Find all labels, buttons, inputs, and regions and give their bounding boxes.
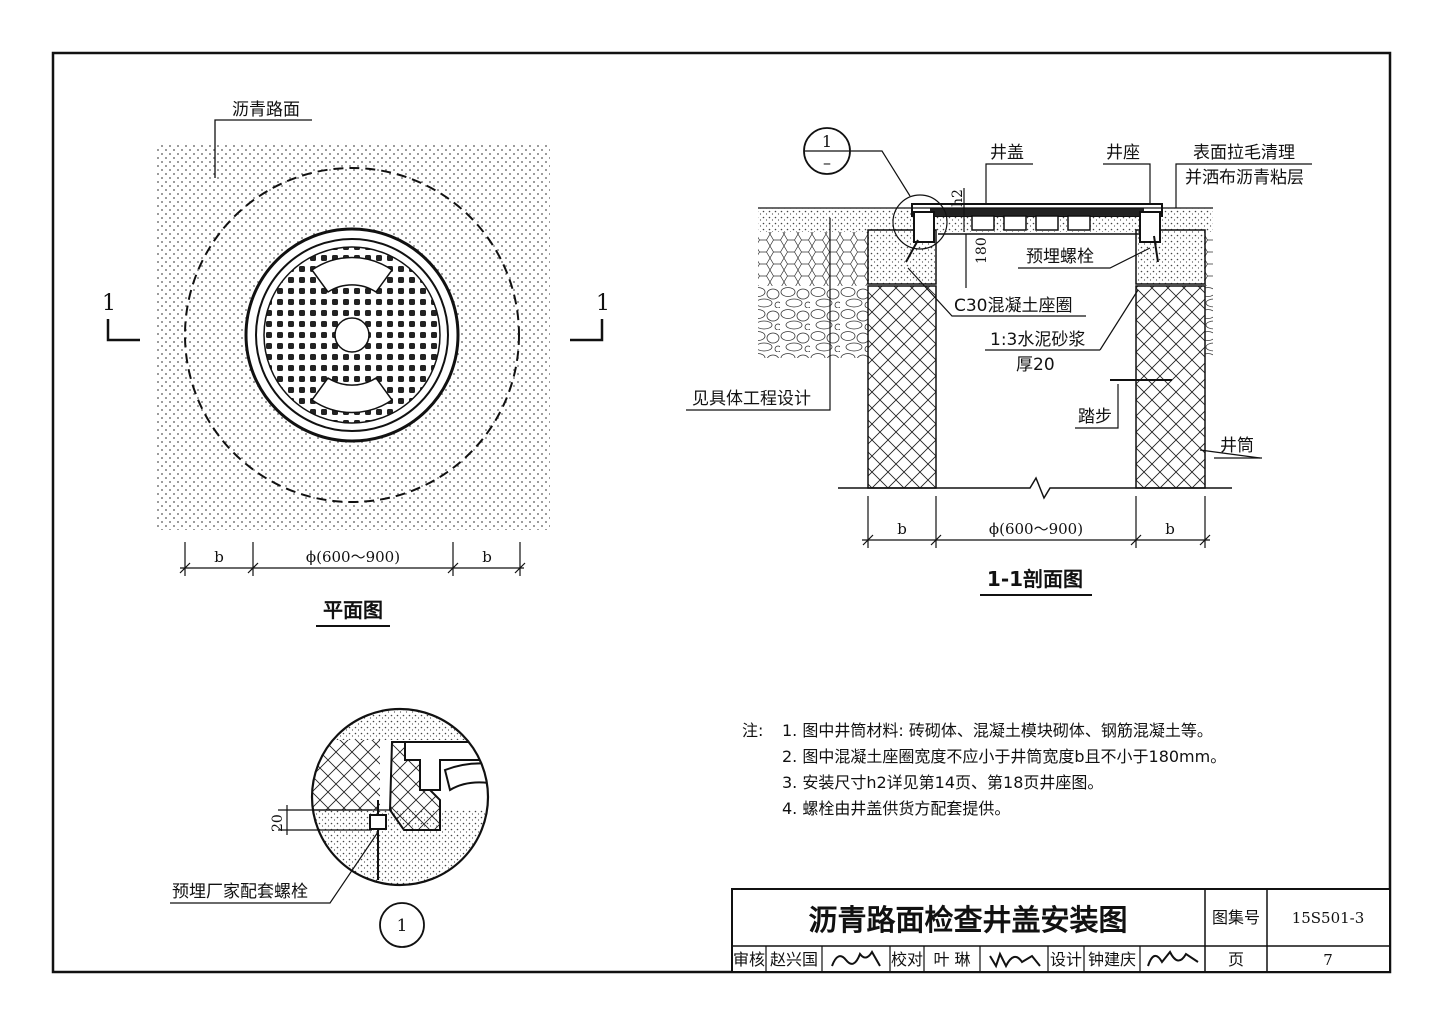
section-subbase-right <box>1205 286 1213 358</box>
sheet-border <box>51 51 1392 974</box>
detail-circle-outline <box>310 707 490 887</box>
plan-dimension <box>179 542 526 576</box>
manhole-cover <box>930 208 1144 216</box>
detail-view: 20 预埋厂家配套螺栓 1 <box>170 707 490 948</box>
cover-top-slot <box>310 256 394 294</box>
detail-nut <box>369 814 387 830</box>
note-item: 4. 螺栓由井盖供货方配套提供。 <box>782 799 1010 818</box>
reviewer-signature <box>831 950 881 967</box>
surface-label-2: 并洒布沥青粘层 <box>1185 168 1304 188</box>
detail-dim-20 <box>278 805 372 835</box>
mortar-leader <box>1099 289 1139 351</box>
section-ground-line <box>838 476 1232 500</box>
excavation-circle <box>184 167 520 503</box>
title-block: 沥青路面检查井盖安装图 图集号 15S501-3 审核 赵兴国 校对 叶 琳 设… <box>731 888 1391 973</box>
plan-dim-b-right: b <box>482 548 492 566</box>
section-view: 1 – 井盖 井座 表面拉毛清理 并洒布沥青粘层 h2 180 预埋螺栓 C30… <box>686 127 1312 596</box>
detail-callout-leader <box>850 150 911 197</box>
cover-bottom-slot <box>310 376 394 414</box>
checker-signature <box>989 951 1041 969</box>
surface-label-1: 表面拉毛清理 <box>1193 143 1295 163</box>
asphalt-leader <box>214 119 312 178</box>
section-dim-b-right: b <box>1165 520 1175 538</box>
detail-callout-label: 1 <box>397 916 408 936</box>
detail-callout-bottom: – <box>823 153 831 172</box>
design-label: 设计 <box>1050 950 1082 969</box>
detail-bolt-label: 预埋厂家配套螺栓 <box>172 882 308 902</box>
embedded-bolt-right <box>1153 235 1159 263</box>
mortar-label-2: 厚20 <box>1016 355 1055 375</box>
step-leader <box>1075 384 1119 429</box>
ring-leader <box>907 267 1086 317</box>
mortar-label-1: 1:3水泥砂浆 <box>990 330 1085 350</box>
section-mark-left-label: 1 <box>102 291 116 316</box>
detail-cover-rib <box>443 762 488 792</box>
detail-bolt-leader <box>170 831 379 904</box>
seat-label: 井座 <box>1106 143 1140 163</box>
detail-asphalt <box>312 709 488 740</box>
asphalt-label: 沥青路面 <box>232 100 300 120</box>
cover-label: 井盖 <box>990 143 1024 163</box>
note-item: 3. 安装尺寸h2详见第14页、第18页井座图。 <box>782 773 1103 792</box>
dim-180-label: 180 <box>974 237 990 264</box>
designer-signature <box>1147 950 1199 967</box>
embedded-bolt-left <box>905 239 919 263</box>
step-label: 踏步 <box>1078 407 1112 427</box>
note-item: 1. 图中井筒材料: 砖砌体、混凝土模块砌体、钢筋混凝土等。 <box>782 721 1213 740</box>
review-label: 审核 <box>733 950 765 969</box>
section-mark-right-label: 1 <box>596 291 610 316</box>
shaft-wall-left <box>867 285 937 489</box>
atlas-label: 图集号 <box>1212 908 1260 927</box>
bolt-label: 预埋螺栓 <box>1026 247 1094 267</box>
check-label: 校对 <box>891 950 923 969</box>
section-mark-right <box>570 319 604 342</box>
section-dim-diameter: ϕ(600～900) <box>989 520 1083 538</box>
notes-prefix: 注: <box>742 721 763 740</box>
cover-leader <box>985 163 1033 203</box>
note-item: 2. 图中混凝土座圈宽度不应小于井筒宽度b且不小于180mm。 <box>782 747 1226 766</box>
cover-ribs <box>971 215 1091 231</box>
section-base-left <box>758 232 868 286</box>
atlas-number: 15S501-3 <box>1292 909 1365 927</box>
checker-name: 叶 琳 <box>933 950 970 969</box>
design-label: 见具体工程设计 <box>692 389 811 409</box>
seat-right <box>1139 211 1161 243</box>
reviewer-name: 赵兴国 <box>770 950 818 969</box>
section-mark-left <box>106 319 140 342</box>
ring-label: C30混凝土座圈 <box>954 296 1073 316</box>
shaft-leader <box>1199 449 1261 459</box>
plan-dim-b-left: b <box>214 548 224 566</box>
h2-label: h2 <box>950 189 966 207</box>
drawing-title: 沥青路面检查井盖安装图 <box>808 903 1127 937</box>
notes: 注: 1. 图中井筒材料: 砖砌体、混凝土模块砌体、钢筋混凝土等。 2. 图中混… <box>742 721 1226 818</box>
detail-callout-circle <box>379 902 425 948</box>
shaft-label: 井筒 <box>1220 436 1254 456</box>
plan-view: 沥青路面 1 1 b ϕ(600～900) b 平面图 <box>102 100 610 627</box>
seat-ring-inner <box>255 238 449 432</box>
seat-left <box>913 211 935 243</box>
surface-leader <box>1175 163 1312 208</box>
section-subbase-left <box>758 286 868 358</box>
seat-leader <box>1103 163 1151 205</box>
section-dimension <box>862 496 1211 548</box>
design-leader <box>686 218 831 411</box>
detail-dim-20-label: 20 <box>270 814 286 832</box>
plan-dim-diameter: ϕ(600～900) <box>306 548 400 566</box>
plan-title: 平面图 <box>323 598 383 622</box>
page-number: 7 <box>1323 951 1333 969</box>
section-dim-b-left: b <box>897 520 907 538</box>
page-label: 页 <box>1228 950 1244 969</box>
detail-callout-top: 1 <box>822 132 832 151</box>
cover-center <box>334 317 370 353</box>
bolt-leader <box>1018 247 1151 269</box>
section-title: 1-1剖面图 <box>987 567 1083 591</box>
designer-name: 钟建庆 <box>1088 950 1136 969</box>
shaft-wall-right <box>1135 285 1206 489</box>
section-base-right <box>1205 232 1213 286</box>
detail-callout-target <box>892 194 948 250</box>
